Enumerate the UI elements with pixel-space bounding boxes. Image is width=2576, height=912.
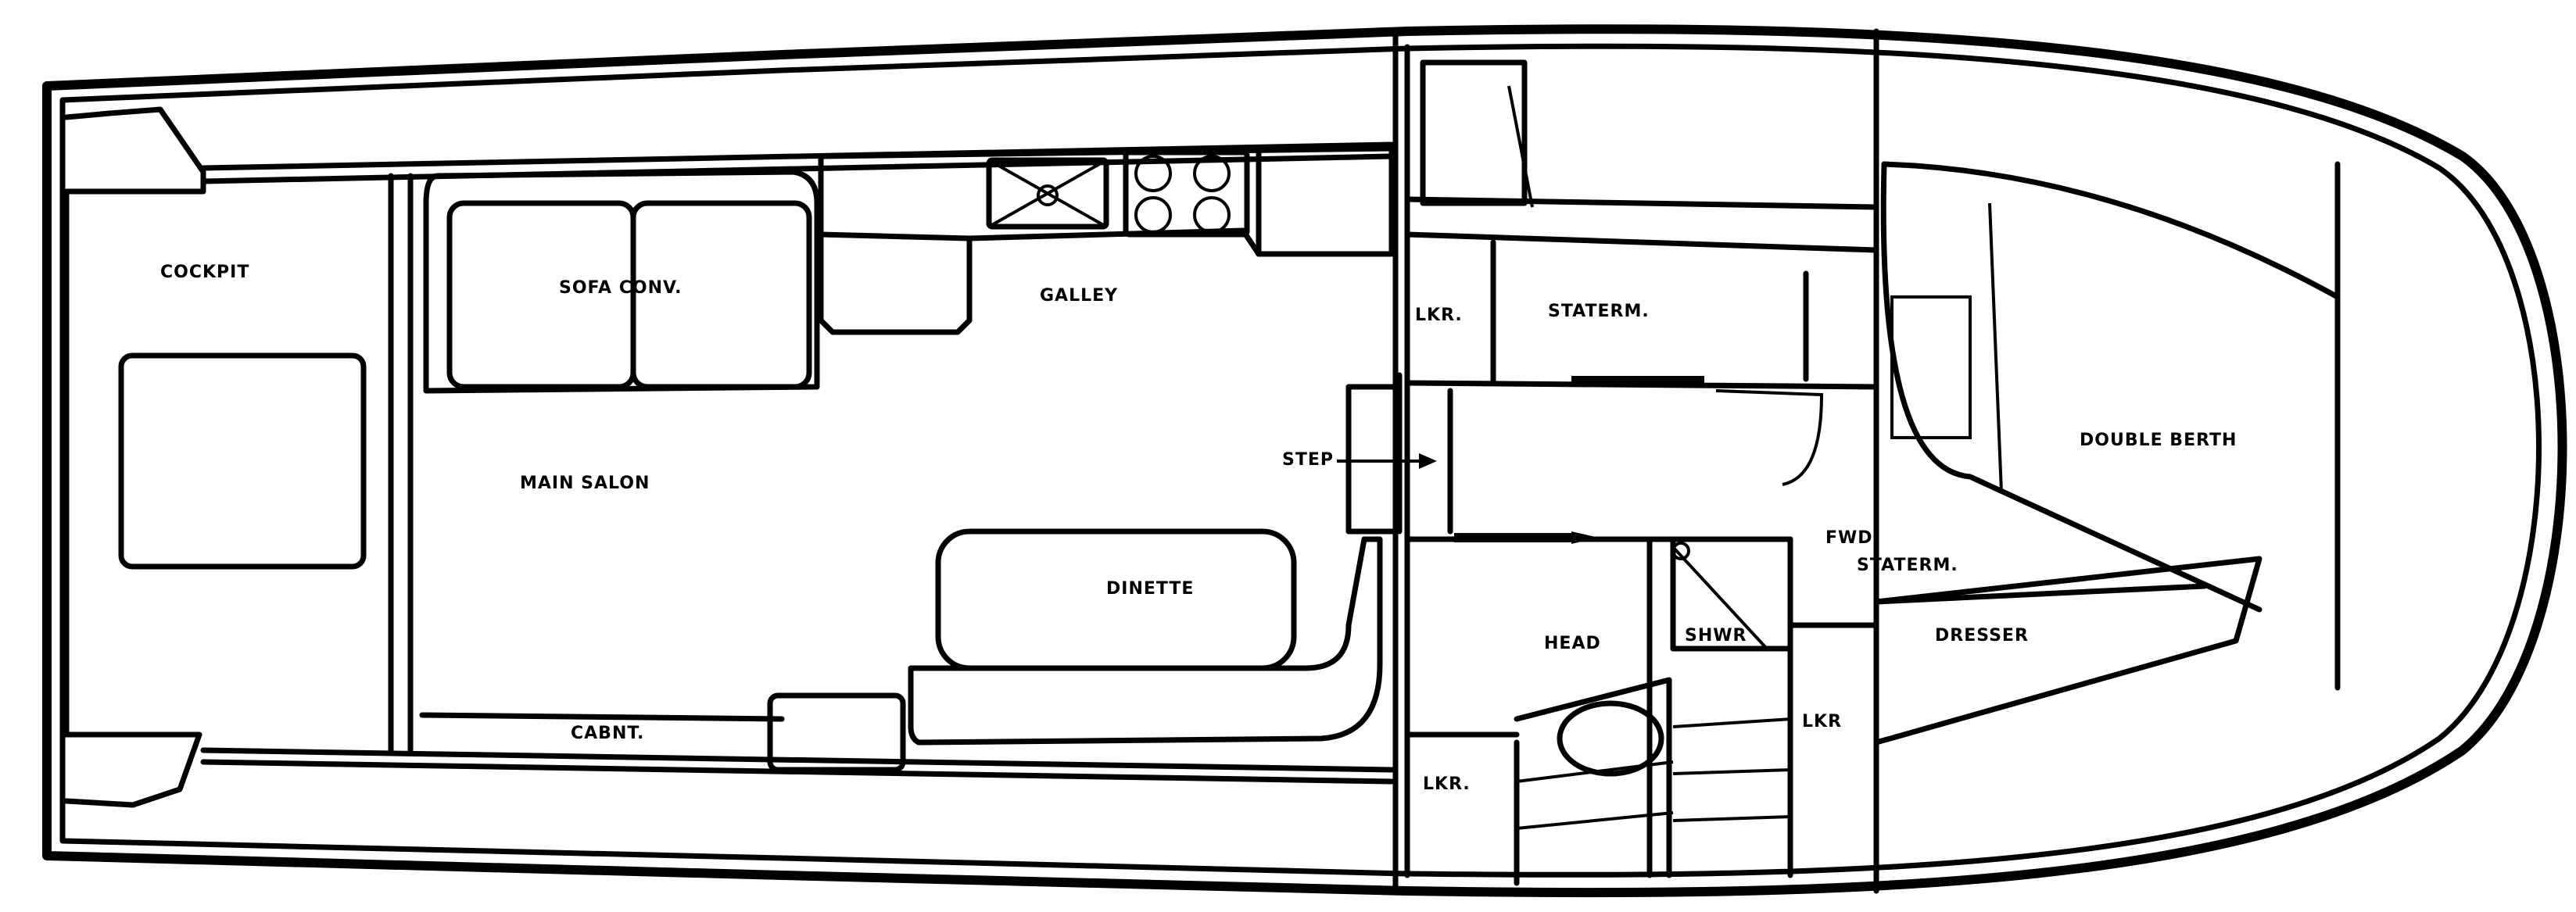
label-lkr-lower: LKR. — [1423, 774, 1471, 794]
label-sofa-conv: SOFA CONV. — [559, 278, 683, 298]
hull-outline — [42, 24, 2567, 898]
label-fwd-stateroom-1: FWD. — [1825, 528, 1880, 548]
label-step: STEP — [1282, 450, 1334, 470]
step-area — [1337, 372, 1437, 535]
label-head: HEAD — [1544, 634, 1601, 653]
forward-stateroom — [1787, 161, 2341, 746]
galley-stove — [1123, 149, 1250, 238]
room-labels: COCKPIT SOFA CONV. GALLEY MAIN SALON STE… — [160, 263, 2237, 794]
midship-bulkheads — [1392, 28, 1879, 894]
label-dinette: DINETTE — [1106, 579, 1194, 599]
label-dresser: DRESSER — [1935, 626, 2029, 646]
label-stateroom: STATERM. — [1548, 302, 1650, 321]
cockpit-area — [63, 106, 414, 808]
galley-sink — [986, 157, 1109, 230]
sofa-convertible — [423, 169, 820, 394]
label-cabinet: CABNT. — [571, 724, 644, 743]
label-double-berth: DOUBLE BERTH — [2080, 431, 2237, 450]
label-cockpit: COCKPIT — [160, 263, 249, 282]
label-fwd-stateroom-2: STATERM. — [1857, 556, 1958, 575]
galley-counter — [818, 145, 1395, 335]
dinette — [767, 528, 1383, 773]
label-lkr-fwd: LKR — [1802, 712, 1842, 731]
label-galley: GALLEY — [1040, 286, 1118, 306]
label-shower: SHWR — [1685, 626, 1747, 646]
head-compartment — [1404, 531, 1793, 886]
salon-rails — [200, 141, 1395, 785]
cockpit-hatch — [118, 352, 367, 570]
label-lkr-aft: LKR. — [1415, 306, 1463, 325]
label-main-salon: MAIN SALON — [520, 474, 650, 493]
